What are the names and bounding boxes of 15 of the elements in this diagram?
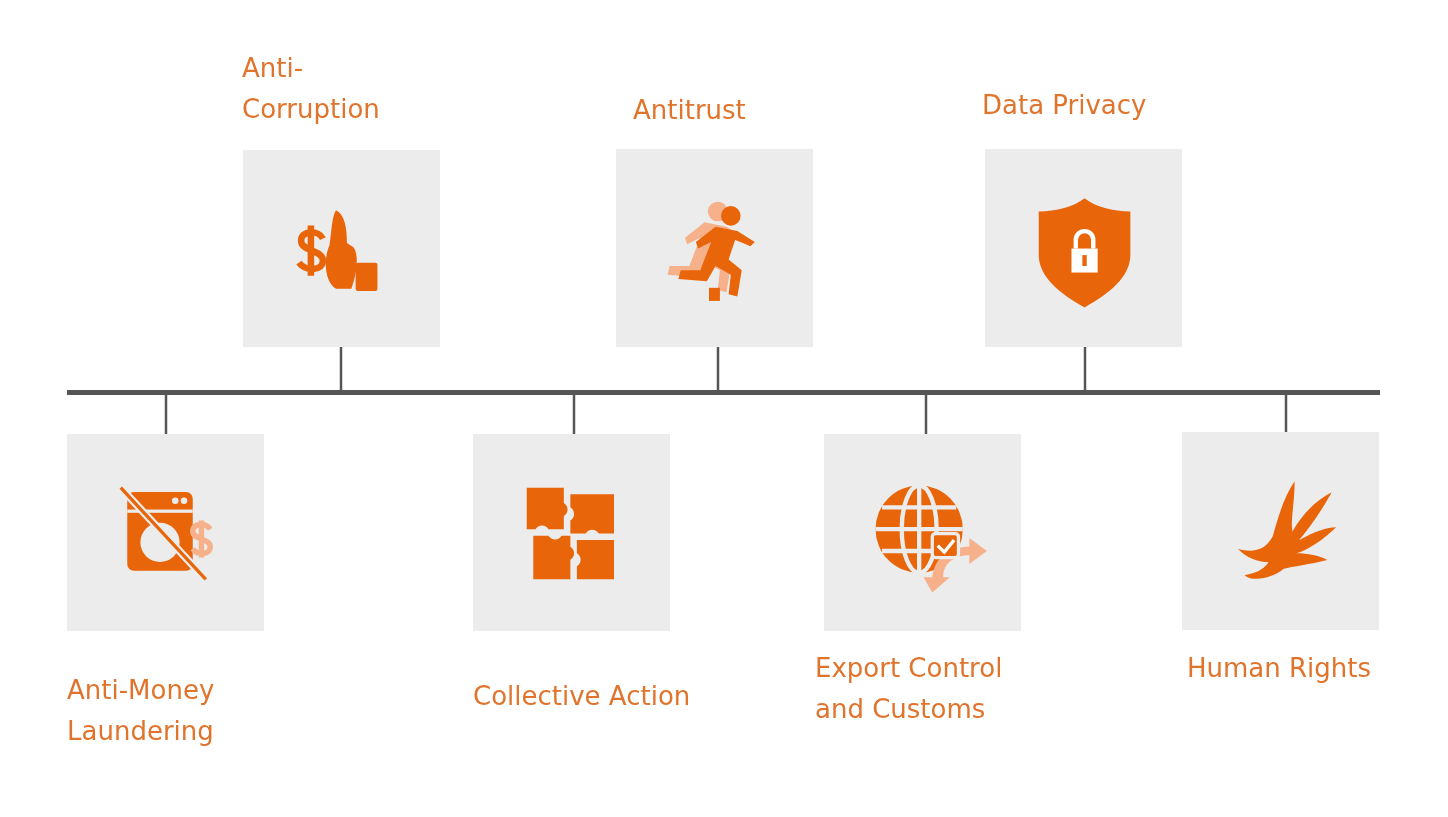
topic-label: Data Privacy bbox=[982, 89, 1148, 122]
connector-line bbox=[1083, 347, 1087, 390]
topic-label: Antitrust bbox=[633, 94, 747, 127]
topic-label: Anti-Money Laundering bbox=[67, 674, 216, 748]
topic-label: Export Control and Customs bbox=[815, 652, 1004, 726]
connector-line bbox=[339, 347, 343, 390]
connector-line bbox=[924, 395, 928, 434]
connector-line bbox=[572, 395, 576, 434]
topic-label: Human Rights bbox=[1187, 652, 1373, 685]
timeline-bar bbox=[67, 390, 1380, 395]
connector-line bbox=[164, 395, 168, 434]
connector-line bbox=[716, 347, 720, 390]
topic-label: Anti-Corruption bbox=[242, 52, 381, 126]
topic-label: Collective Action bbox=[473, 680, 692, 713]
connector-line bbox=[1284, 395, 1288, 432]
